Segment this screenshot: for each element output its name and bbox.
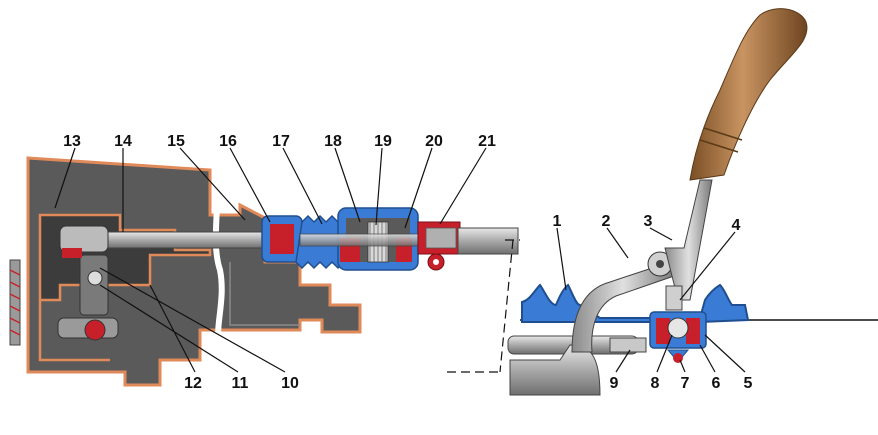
section-break-line <box>212 164 225 342</box>
mounting-bolt <box>9 259 21 346</box>
callout-14: 14 <box>114 133 132 150</box>
callout-11: 11 <box>232 375 249 392</box>
leader-lines <box>54 147 746 373</box>
callout-8: 8 <box>651 375 660 392</box>
callout-19: 19 <box>374 133 392 150</box>
callout-18: 18 <box>324 133 342 150</box>
callout-1: 1 <box>553 213 562 230</box>
callout-21: 21 <box>478 133 496 150</box>
rod-extension <box>447 227 520 373</box>
lever-socket <box>649 311 707 363</box>
callout-12: 12 <box>184 375 202 392</box>
callout-7: 7 <box>681 375 690 392</box>
callout-20: 20 <box>425 133 443 150</box>
callout-9: 9 <box>610 375 619 392</box>
callout-2: 2 <box>602 213 611 230</box>
shift-rod <box>59 225 269 258</box>
callout-labels: 13 14 15 16 17 18 19 20 21 1 2 3 4 12 11… <box>63 133 752 392</box>
selector-fork <box>57 254 119 341</box>
callout-16: 16 <box>219 133 237 150</box>
lower-rod <box>507 335 647 396</box>
callout-4: 4 <box>732 217 741 234</box>
lever-handle <box>689 8 808 181</box>
callout-5: 5 <box>744 375 753 392</box>
callout-3: 3 <box>644 213 653 230</box>
callout-17: 17 <box>272 133 290 150</box>
callout-13: 13 <box>63 133 81 150</box>
gear-lever <box>664 179 713 311</box>
callout-15: 15 <box>167 133 185 150</box>
callout-10: 10 <box>281 375 299 392</box>
coupling-assembly <box>261 207 461 271</box>
callout-6: 6 <box>712 375 721 392</box>
rubber-boot <box>521 283 750 323</box>
gearbox-housing <box>26 156 362 387</box>
